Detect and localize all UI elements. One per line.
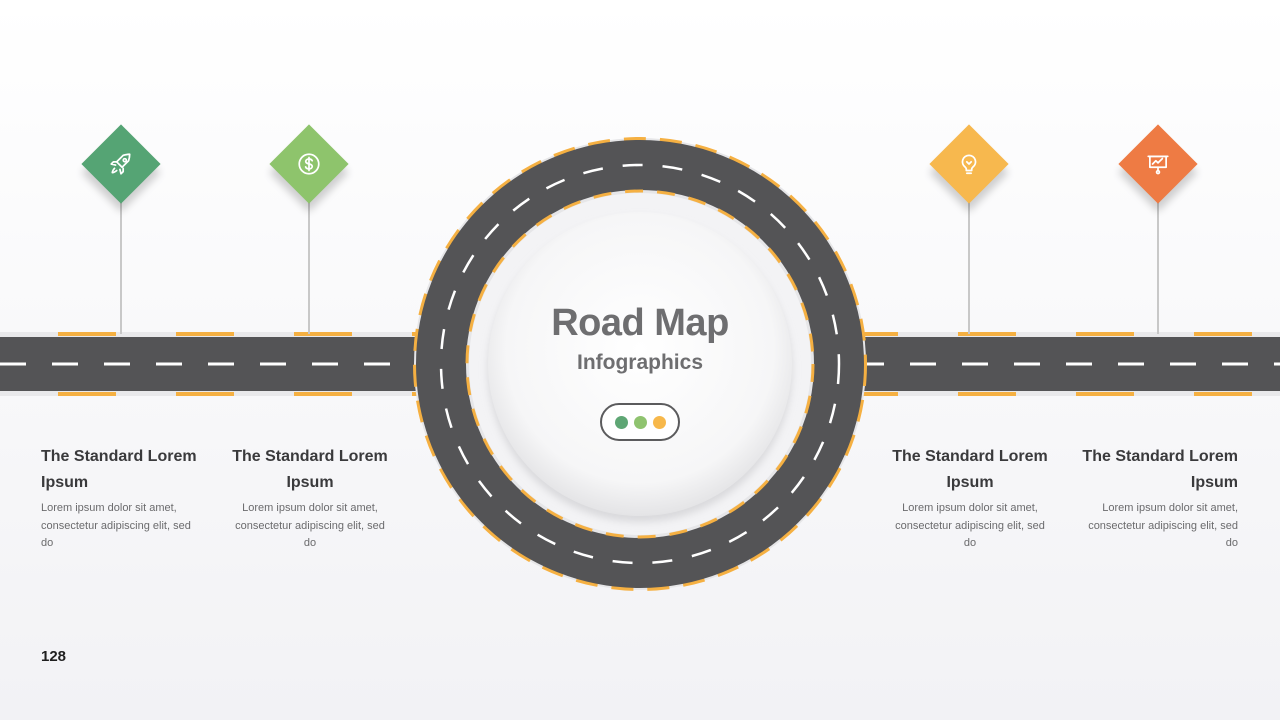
milestone-description: Lorem ipsum dolor sit amet, consectetur … bbox=[895, 502, 1045, 549]
traffic-light bbox=[600, 403, 680, 441]
road-right bbox=[840, 332, 1280, 396]
page-number: 128 bbox=[41, 648, 67, 665]
presentation-icon bbox=[1130, 136, 1186, 192]
page-subtitle: Infographics bbox=[576, 351, 703, 374]
sign-posts bbox=[120, 200, 1159, 334]
milestone-3: The Standard Lorem Ipsum Lorem ipsum dol… bbox=[890, 444, 1050, 553]
page-title: Road Map bbox=[551, 302, 729, 344]
milestone-2: The Standard Lorem Ipsum Lorem ipsum dol… bbox=[230, 444, 390, 553]
dollar-icon bbox=[281, 136, 337, 192]
milestone-1: The Standard Lorem Ipsum Lorem ipsum dol… bbox=[41, 444, 201, 553]
traffic-light-lime bbox=[633, 415, 647, 429]
milestone-title: The Standard Lorem Ipsum bbox=[892, 448, 1048, 491]
rocket-icon bbox=[93, 136, 149, 192]
traffic-light-yellow bbox=[652, 415, 666, 429]
milestone-4: The Standard Lorem Ipsum Lorem ipsum dol… bbox=[1078, 444, 1238, 553]
hub-circle bbox=[488, 212, 792, 516]
milestone-description: Lorem ipsum dolor sit amet, consectetur … bbox=[235, 502, 385, 549]
milestone-description: Lorem ipsum dolor sit amet, consectetur … bbox=[1088, 502, 1238, 549]
lightbulb-icon bbox=[941, 136, 997, 192]
milestone-title: The Standard Lorem Ipsum bbox=[232, 448, 388, 491]
milestone-description: Lorem ipsum dolor sit amet, consectetur … bbox=[41, 502, 191, 549]
road-left bbox=[0, 332, 440, 396]
roundabout bbox=[413, 137, 867, 591]
traffic-light-green bbox=[614, 415, 628, 429]
milestone-title: The Standard Lorem Ipsum bbox=[41, 448, 197, 491]
milestone-title: The Standard Lorem Ipsum bbox=[1082, 448, 1238, 491]
